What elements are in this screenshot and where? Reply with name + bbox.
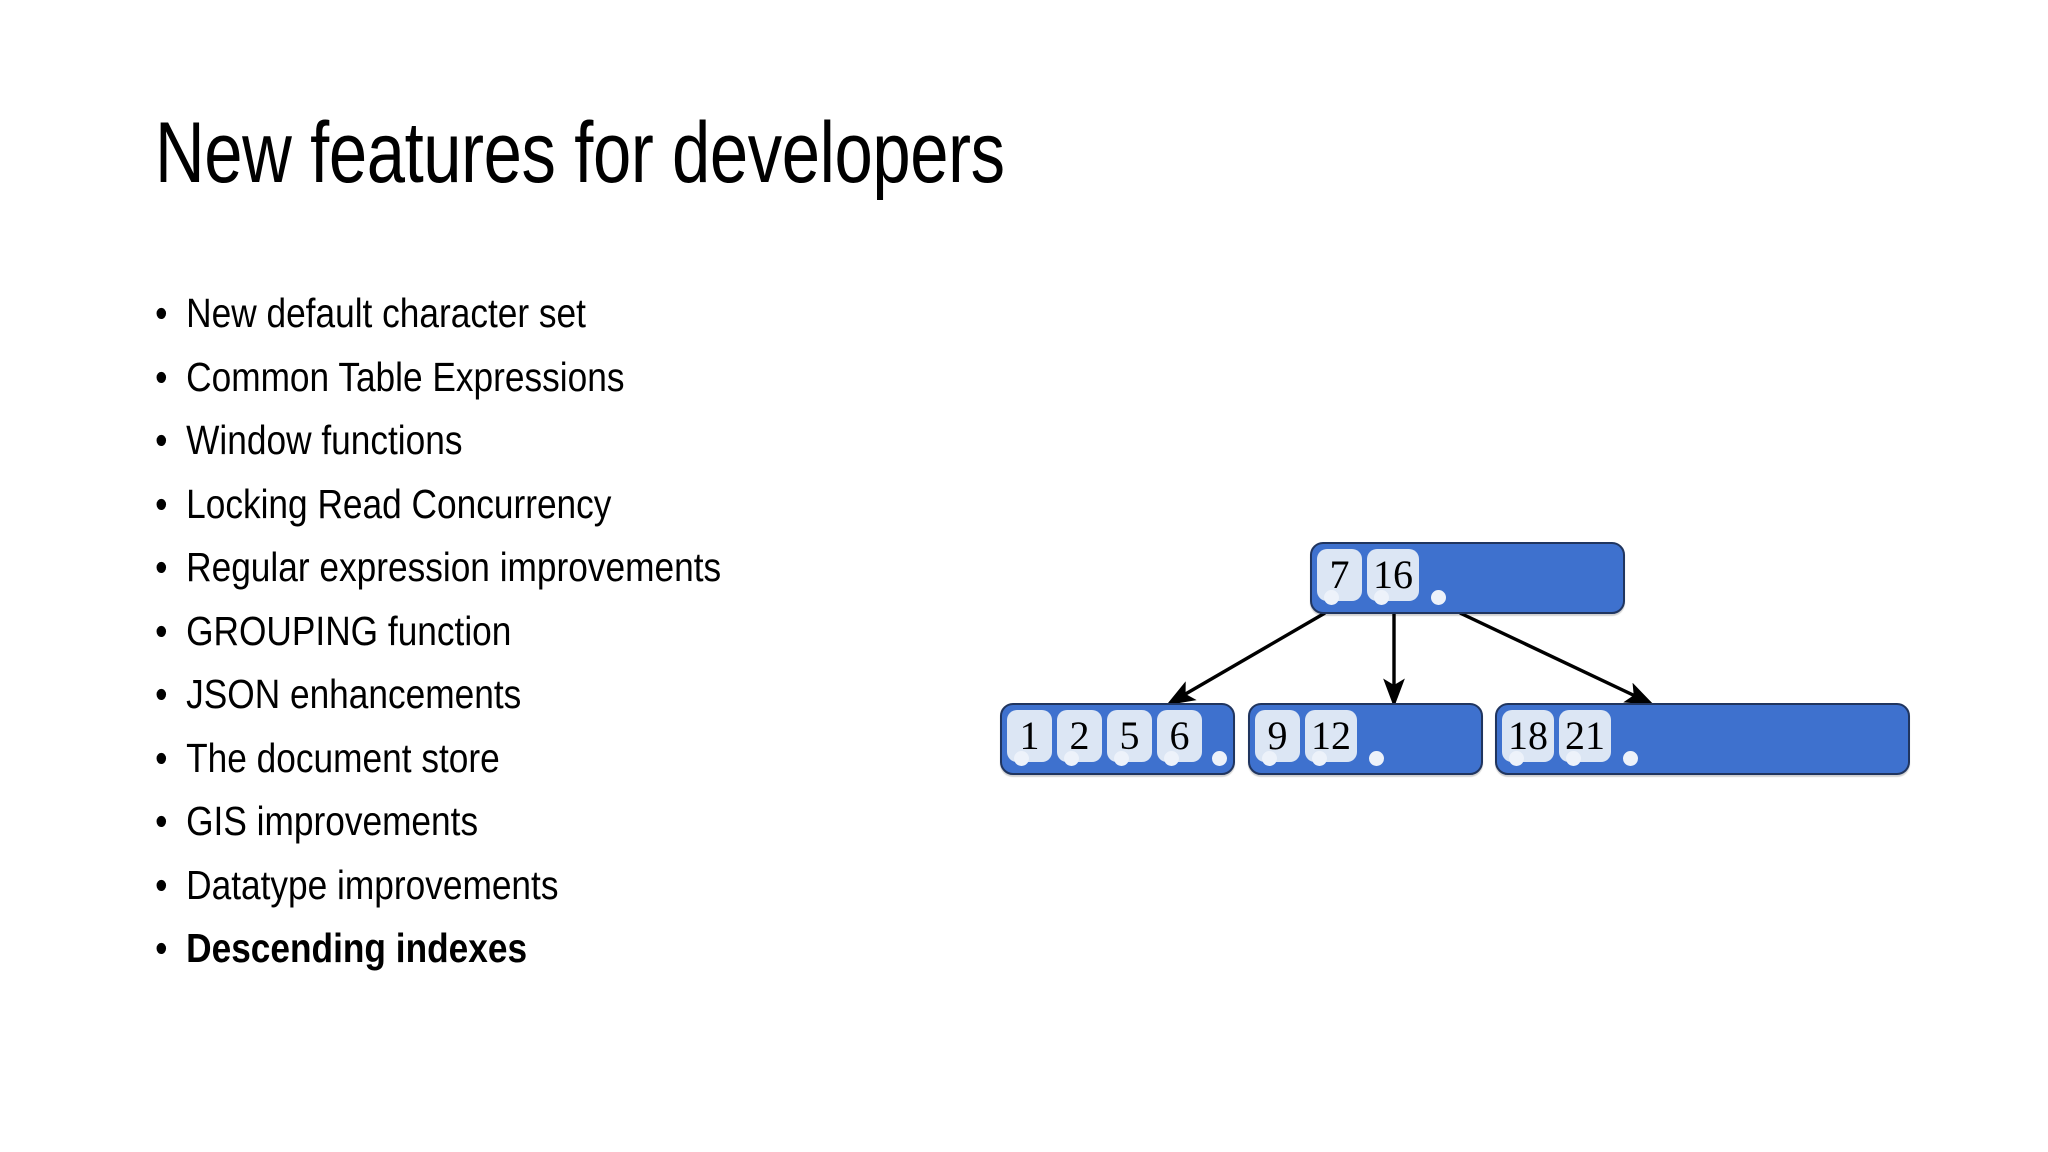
bullet-point-icon: • [155,734,168,781]
list-item-label: GIS improvements [186,798,479,844]
bullet-point-icon: • [155,417,168,463]
btree-pointer-dot [1431,590,1446,605]
list-item: • GROUPING function [150,607,924,654]
btree-edge-left [1166,611,1326,706]
bullet-point-icon: • [155,480,168,527]
btree-leaf-cells: 9 12 [1250,705,1362,762]
bullet-point-icon: • [155,671,168,717]
list-item-label: JSON enhancements [186,671,522,717]
btree-leaf-node-1: 9 12 [1248,703,1483,775]
list-item-label: Window functions [186,417,463,463]
list-item: • Locking Read Concurrency [150,480,924,527]
list-item-label: Common Table Expressions [186,353,625,400]
btree-key-cell: 6 [1157,710,1202,762]
bullet-point-icon: • [155,798,168,844]
btree-root-cells: 7 16 [1312,544,1424,601]
bullet-point-icon: • [155,925,168,971]
list-item-label: New default character set [186,290,586,336]
btree-key-cell: 21 [1559,710,1611,762]
list-item-label: GROUPING function [186,607,512,654]
bullet-point-icon: • [155,861,168,908]
btree-root-node: 7 16 [1310,542,1625,614]
btree-key-cell: 7 [1317,549,1362,601]
btree-key-cell: 2 [1057,710,1102,762]
bullet-point-icon: • [155,607,168,654]
btree-key-cell: 18 [1502,710,1554,762]
btree-key-cell: 9 [1255,710,1300,762]
btree-leaf-node-2: 18 21 [1495,703,1910,775]
btree-arrows [1166,611,1654,708]
btree-key-cell: 12 [1305,710,1357,762]
btree-key-cell: 16 [1367,549,1419,601]
bullet-point-icon: • [155,544,168,590]
btree-pointer-dot [1212,751,1227,766]
btree-edge-right [1459,611,1654,705]
list-item: • Regular expression improvements [150,546,924,589]
btree-pointer-dot [1623,751,1638,766]
btree-leaf-cells: 18 21 [1497,705,1616,762]
list-item-label: Regular expression improvements [186,544,722,590]
list-item: • GIS improvements [150,800,924,843]
list-item: • Common Table Expressions [150,353,924,400]
list-item: • JSON enhancements [150,673,924,716]
list-item: • New default character set [150,292,924,335]
list-item: • The document store [150,734,924,781]
list-item-label: Locking Read Concurrency [186,480,612,527]
btree-diagram: 7 16 1 2 5 6 [990,520,1930,840]
list-item: • Datatype improvements [150,861,924,908]
btree-key-cell: 1 [1007,710,1052,762]
btree-key-cell: 5 [1107,710,1152,762]
page-title: New features for developers [155,105,1005,201]
bullet-point-icon: • [155,290,168,336]
list-item-label: Descending indexes [186,925,528,971]
list-item: • Descending indexes [150,927,924,970]
bullet-point-icon: • [155,353,168,400]
list-item-label: Datatype improvements [186,861,559,908]
btree-pointer-dot [1369,751,1384,766]
list-item: • Window functions [150,419,924,462]
btree-leaf-node-0: 1 2 5 6 [1000,703,1235,775]
feature-bullet-list: • New default character set • Common Tab… [150,292,1050,991]
btree-leaf-cells: 1 2 5 6 [1002,705,1207,762]
list-item-label: The document store [186,734,500,781]
